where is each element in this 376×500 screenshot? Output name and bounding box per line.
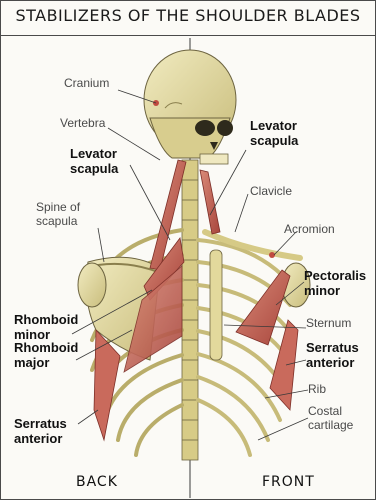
label-rhomboid-major: Rhomboid major [14,340,78,370]
footer-front: FRONT [262,474,315,490]
label-acromion: Acromion [284,222,335,236]
label-sternum: Sternum [306,316,351,330]
label-rhomboid-minor: Rhomboid minor [14,312,78,342]
label-serratus-anterior-front: Serratus anterior [306,340,359,370]
label-spine-of-scapula: Spine of scapula [36,200,80,228]
label-levator-scapula-front: Levator scapula [250,118,298,148]
label-cranium: Cranium [64,76,109,90]
label-costal-cartilage: Costal cartilage [308,404,353,432]
label-rib: Rib [308,382,326,396]
title-divider [0,35,376,36]
label-pectoralis-minor: Pectoralis minor [304,268,366,298]
label-clavicle: Clavicle [250,184,292,198]
label-vertebra: Vertebra [60,116,105,130]
label-serratus-anterior-back: Serratus anterior [14,416,67,446]
page-title: STABILIZERS OF THE SHOULDER BLADES [0,6,376,32]
footer-back: BACK [76,474,118,490]
label-levator-scapula-back: Levator scapula [70,146,118,176]
